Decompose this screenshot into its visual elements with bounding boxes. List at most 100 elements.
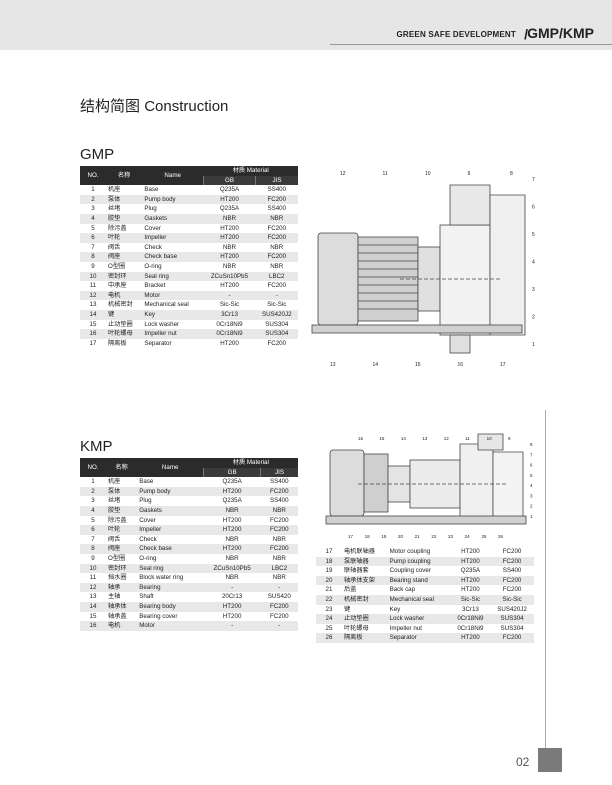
- callout-number: 8: [530, 442, 533, 447]
- cell-jis: NBR: [270, 262, 284, 270]
- cell-cn: 后盖: [344, 586, 357, 594]
- cell-no: 1: [91, 186, 95, 194]
- cell-cn: 隔离板: [108, 339, 127, 347]
- callout-number: 2: [530, 504, 533, 509]
- cell-cn: 胶垫: [106, 505, 138, 516]
- cell-name: Impeller: [137, 525, 204, 535]
- cell-cn: 除污盖: [108, 516, 127, 524]
- cell-cn: 丝堵: [108, 497, 121, 505]
- cell-gb: Sic-Sic: [450, 594, 491, 605]
- callout-number: 5: [532, 232, 535, 238]
- cell-gb: HT200: [450, 633, 491, 643]
- cell-name: O-ring: [139, 554, 157, 562]
- cell-gb: 3Cr13: [203, 309, 256, 320]
- cell-cn: 隔离板: [342, 633, 388, 643]
- cell-name: Check base: [142, 252, 204, 262]
- callout-number: 26: [498, 534, 504, 539]
- title-en: Construction: [144, 98, 229, 115]
- header-rule: [330, 44, 612, 45]
- cell-cn: 电机联轴器: [344, 548, 375, 555]
- cell-name: Pump body: [142, 194, 204, 205]
- cell-cn: 中承座: [108, 282, 127, 290]
- cell-cn: 止动垫圈: [342, 614, 388, 624]
- cell-name: Motor: [142, 290, 204, 301]
- cell-jis: FC200: [260, 525, 298, 535]
- cell-cn: 密封环: [106, 271, 143, 282]
- cell-name: Key: [142, 309, 204, 320]
- cell-jis: SUS420J2: [497, 605, 527, 613]
- cell-no: 13: [89, 301, 97, 309]
- cell-jis: FC200: [269, 612, 289, 620]
- cell-gb: HT200: [203, 252, 256, 262]
- cell-cn: 电机: [106, 290, 143, 301]
- cell-name: Bearing stand: [387, 575, 451, 586]
- cell-no: 9: [91, 262, 95, 270]
- cell-cn: 止动垫圈: [108, 320, 133, 328]
- col-material: 材质 Material: [203, 166, 298, 176]
- cell-cn: 泵体: [106, 486, 138, 497]
- cell-no: 6: [80, 233, 106, 243]
- cell-cn: 丝堵: [108, 205, 121, 213]
- cell-gb: NBR: [203, 213, 256, 224]
- cell-gb: NBR: [225, 554, 239, 562]
- cell-name: Plug: [139, 497, 152, 505]
- cell-jis: NBR: [272, 554, 286, 562]
- cell-no: 3: [91, 205, 95, 213]
- cell-no: 5: [91, 224, 95, 232]
- header-brand: GMP/KMP: [527, 25, 594, 41]
- header-tagline: GREEN SAFE DEVELOPMENT: [396, 30, 516, 39]
- cell-jis: FC200: [490, 556, 534, 567]
- callout-number: 3: [530, 493, 533, 498]
- cell-name: Plug: [144, 205, 157, 213]
- cell-name: Pump body: [137, 486, 204, 497]
- cell-cn: 联轴器套: [344, 567, 369, 575]
- cell-jis: NBR: [260, 505, 298, 516]
- cell-no: 1: [91, 478, 95, 486]
- cell-cn: 轴承体: [106, 601, 138, 612]
- cell-jis: FC200: [267, 224, 287, 232]
- cell-gb: Q235A: [460, 567, 481, 575]
- header-slash: /: [524, 26, 528, 42]
- cell-no: 13: [89, 593, 97, 601]
- cell-gb: 0Cr18Ni9: [457, 624, 484, 632]
- col-cn: 名称: [106, 166, 143, 186]
- cell-no: 16: [80, 621, 106, 631]
- cell-jis: -: [260, 621, 298, 631]
- callout-number: 18: [365, 534, 371, 539]
- cell-cn: 泵联轴器: [342, 556, 388, 567]
- cell-jis: SS400: [267, 205, 287, 213]
- callout-number: 4: [530, 483, 533, 488]
- callout-number: 11: [465, 436, 470, 441]
- cell-cn: 叶轮螺母: [106, 329, 143, 339]
- cell-cn: 轴承体支架: [342, 575, 388, 586]
- cell-jis: -: [255, 290, 298, 301]
- cell-jis: NBR: [255, 213, 298, 224]
- cell-jis: LBC2: [260, 563, 298, 574]
- col-name: Name: [137, 458, 204, 478]
- cell-jis: SUS420: [267, 593, 291, 601]
- cell-jis: Sic-Sic: [267, 301, 287, 309]
- cell-name: Cover: [144, 224, 161, 232]
- cell-cn: 泵体: [106, 194, 143, 205]
- col-no: NO.: [80, 458, 106, 478]
- cell-gb: HT200: [220, 282, 239, 290]
- cell-gb: -: [203, 290, 256, 301]
- cell-jis: SUS304: [255, 329, 298, 339]
- callout-number: 17: [348, 534, 354, 539]
- cell-gb: HT200: [203, 525, 261, 535]
